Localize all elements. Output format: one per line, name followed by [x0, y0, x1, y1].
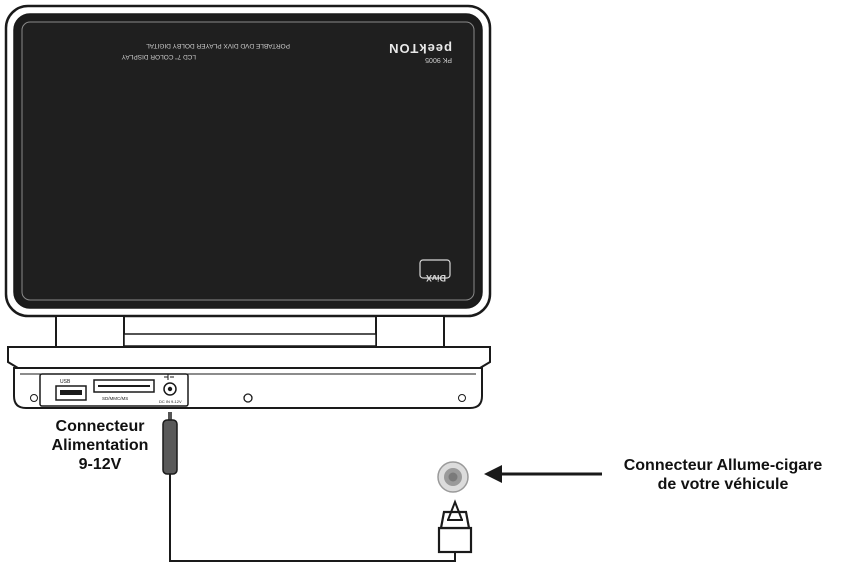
arrow-left-icon [484, 465, 602, 483]
power-caption-line: 9-12V [78, 456, 122, 473]
divx-logo: DivX [419, 259, 451, 283]
power-connector-caption: Connecteur Alimentation 9-12V [40, 417, 160, 474]
dc-label: DC IN 9-12V [159, 399, 182, 404]
power-caption-line: Alimentation [51, 437, 149, 454]
car-caption-line: de votre véhicule [657, 476, 789, 493]
display-spec: LCD 7" COLOR DISPLAY [121, 53, 196, 60]
tagline: PORTABLE DVD DIVX PLAYER DOLBY DIGITAL [146, 42, 290, 49]
model-number: PK 9005 [425, 56, 452, 63]
usb-label: USB [60, 379, 71, 385]
card-label: SD/MMC/MS [102, 396, 128, 401]
svg-text:DivX: DivX [426, 273, 446, 283]
car-connector-caption: Connecteur Allume-cigare de votre véhicu… [608, 456, 838, 494]
power-caption-line: Connecteur [55, 418, 145, 435]
brand-logo: peekTON [388, 41, 452, 56]
power-cable [162, 412, 456, 562]
screen-branding: peekTON PK 9005 PORTABLE DVD DIVX PLAYER… [121, 41, 452, 283]
car-lighter-socket [437, 461, 469, 493]
screen-lid [4, 4, 492, 318]
card-slot: SD/MMC/MS [93, 379, 155, 401]
car-caption-line: Connecteur Allume-cigare [623, 457, 823, 474]
usb-port: USB [55, 379, 87, 401]
dc-in-port: DC IN 9-12V [159, 374, 182, 404]
car-lighter-plug [437, 499, 473, 554]
